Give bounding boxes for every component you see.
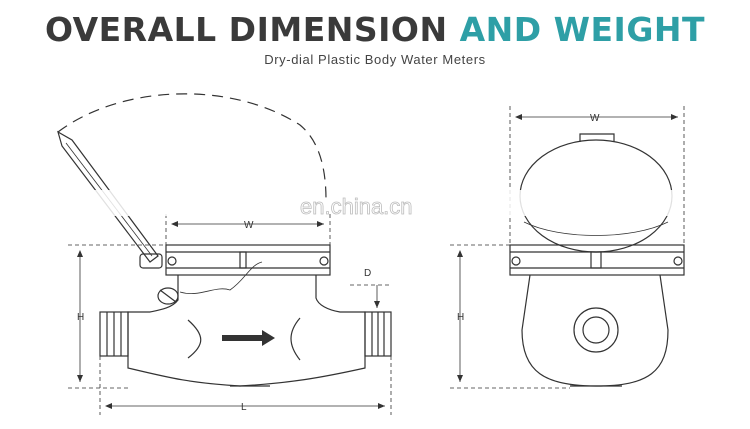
dial-ring	[165, 244, 331, 276]
front-dial-ring	[509, 244, 685, 276]
seal-wire	[179, 261, 263, 294]
lid-swing-arc	[57, 93, 327, 201]
meter-body	[127, 275, 366, 387]
watermark-mask-right	[500, 190, 680, 216]
side-view	[57, 93, 392, 387]
lid-hinge	[139, 253, 163, 269]
w-left-label: W	[244, 220, 254, 231]
h-right-label: H	[457, 312, 464, 323]
page-subtitle: Dry-dial Plastic Body Water Meters	[264, 52, 486, 67]
l-label: L	[241, 402, 247, 413]
watermark-mask-left	[90, 190, 200, 216]
d-label: D	[364, 268, 371, 279]
watermark: en.china.cn	[300, 194, 413, 219]
title-accent-part: AND WEIGHT	[459, 10, 706, 49]
title-dark-part: OVERALL DIMENSION	[44, 10, 448, 49]
flow-arrow	[222, 330, 275, 346]
h-left-label: H	[77, 312, 84, 323]
page-title: OVERALL DIMENSION AND WEIGHT	[0, 12, 750, 48]
seal	[157, 287, 179, 305]
side-dimensions	[68, 214, 392, 415]
front-body	[521, 274, 669, 387]
open-lid	[57, 130, 159, 263]
front-view	[509, 133, 685, 387]
front-connector	[573, 307, 619, 353]
front-dimensions	[450, 106, 685, 389]
w-right-label: W	[590, 113, 600, 124]
